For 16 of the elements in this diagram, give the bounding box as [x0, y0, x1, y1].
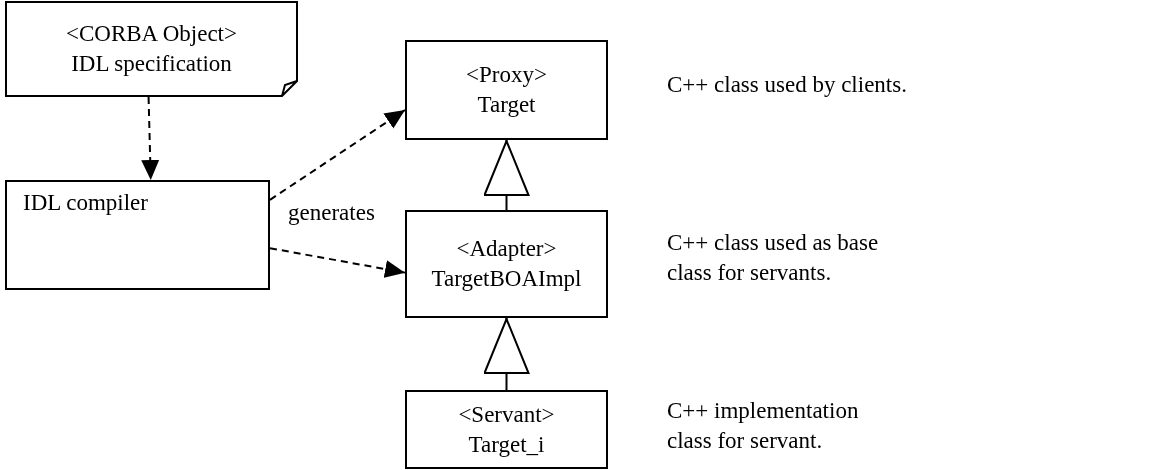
class-name: <CORBA Object> IDL specification — [65, 20, 238, 78]
dependency-arrow — [141, 96, 160, 181]
note-box — [5, 1, 298, 97]
class-name: <Servant> Target_i — [457, 400, 556, 459]
class-name: <Proxy> Target — [465, 61, 548, 119]
class-name: IDL compiler — [23, 189, 148, 218]
dependency-arrow — [269, 109, 406, 201]
inheritance-arrow — [483, 317, 530, 391]
dependency-arrow — [269, 247, 406, 278]
description-text: C++ implementation class for servant. — [667, 397, 860, 455]
description-text: C++ class used as base class for servants. — [667, 229, 880, 287]
annotation-text: generates — [288, 200, 375, 226]
class-name: <Adapter> TargetBOAImpl — [430, 235, 583, 293]
class-box — [5, 180, 270, 290]
inheritance-arrow — [483, 139, 530, 211]
description-text: C++ class used by clients. — [667, 71, 908, 99]
